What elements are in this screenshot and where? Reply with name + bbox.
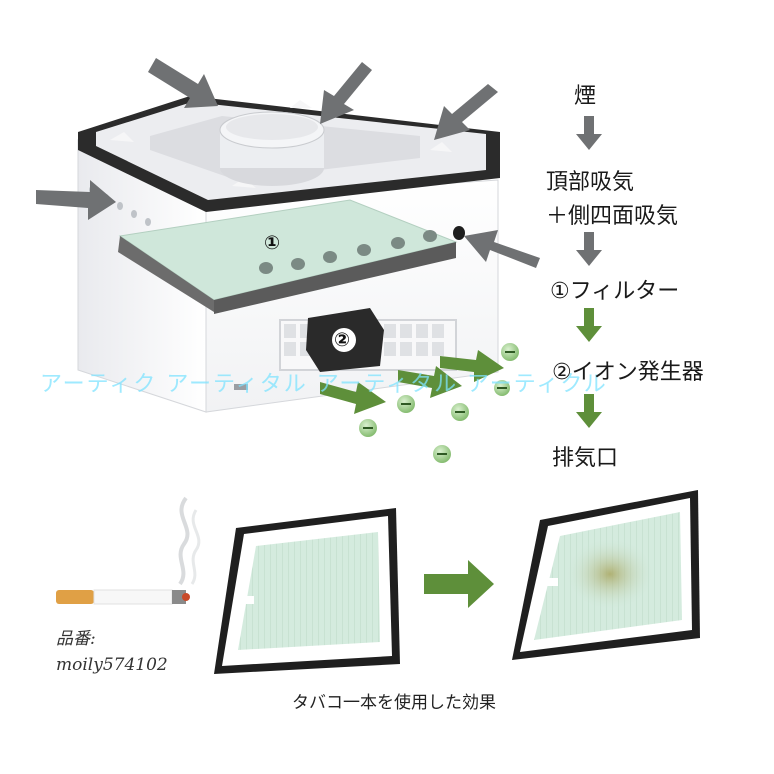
product-number-code: moily574102 [56,655,168,675]
watermark: アーティク アーティタル アーティタル アーティクル [40,372,608,397]
product-number-label: 品番: [56,629,96,649]
clean-filter [214,508,400,674]
flow-arrow-4 [576,394,602,428]
flow-arrows [576,116,602,266]
ion-3 [397,395,415,413]
before-after-arrow [424,560,494,608]
effect-caption: タバコ一本を使用した効果 [292,693,496,713]
intake-arrow-top-left [148,58,218,108]
air-purifier-ashtray [77,96,500,413]
intake-arrows [36,58,540,268]
cigarette-illustration [56,496,201,605]
exhaust-arrow-2 [398,366,462,398]
filter-marker: ① [264,232,281,254]
exhaust-arrow-1 [320,382,386,414]
ionizer-marker: ② [334,329,351,351]
flow-step-smoke: 煙 [574,84,597,109]
ion-4 [451,403,469,421]
flow-arrow-3 [576,308,602,342]
intake-arrow-top-center [320,62,372,124]
ion-1 [501,343,519,361]
exhaust-arrows [320,350,504,414]
product-number: 品番: moily574102 [56,626,168,678]
negative-ions [359,343,519,463]
flow-step-top-intake: 頂部吸気 [546,170,635,195]
intake-arrow-right [464,230,540,268]
flow-step-exhaust: 排気口 [552,446,619,471]
flow-arrow-2 [576,232,602,266]
ion-5 [359,419,377,437]
used-filter [512,490,700,660]
flow-step-side-intake: ＋側四面吸気 [546,204,679,229]
intake-arrow-left [36,180,116,220]
ion-6 [433,445,451,463]
intake-arrow-top-right [434,84,498,140]
flow-step-ion-generator: ②イオン発生器 [552,360,704,385]
flow-step-filter: ①フィルター [550,279,680,304]
ion-2 [494,380,510,396]
exhaust-arrow-3 [440,350,504,382]
flow-arrow-1 [576,116,602,150]
